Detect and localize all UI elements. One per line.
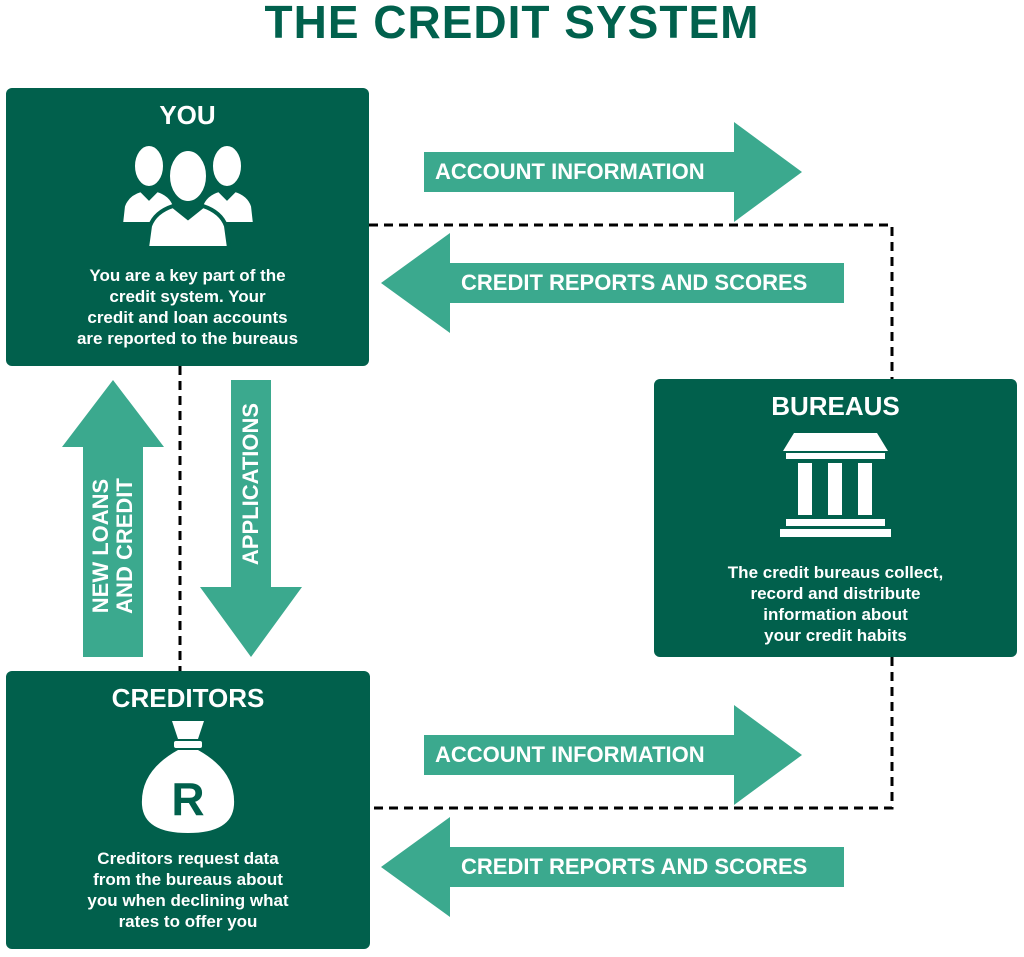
arrow-label-bottom-account-info: ACCOUNT INFORMATION bbox=[435, 742, 705, 767]
bureaus-desc-line-4: your credit habits bbox=[764, 626, 907, 645]
bank-building-icon bbox=[780, 433, 891, 537]
arrow-top-account-info bbox=[424, 122, 802, 222]
arrow-applications bbox=[200, 380, 302, 657]
arrow-bottom-account-info bbox=[424, 705, 802, 805]
arrow-label-bottom-credit-reports: CREDIT REPORTS AND SCORES bbox=[461, 854, 808, 879]
arrow-label-applications: APPLICATIONS bbox=[238, 402, 263, 566]
bureaus-heading: BUREAUS bbox=[771, 391, 900, 421]
bureaus-desc-line-1: The credit bureaus collect, bbox=[727, 563, 944, 582]
arrow-label-top-credit-reports: CREDIT REPORTS AND SCORES bbox=[461, 270, 808, 295]
new-loans-line-2: AND CREDIT bbox=[112, 478, 137, 614]
you-desc-line-1: You are a key part of the bbox=[89, 266, 286, 285]
creditors-desc-line-3: you when declining what bbox=[87, 891, 289, 910]
arrow-label-top-account-info: ACCOUNT INFORMATION bbox=[435, 159, 705, 184]
page-title: THE CREDIT SYSTEM bbox=[264, 0, 760, 48]
new-loans-line-1: NEW LOANS bbox=[88, 478, 113, 614]
you-heading: YOU bbox=[159, 100, 216, 130]
users-icon bbox=[118, 142, 258, 250]
arrow-top-credit-reports bbox=[381, 233, 844, 333]
creditors-desc-line-2: from the bureaus about bbox=[93, 870, 283, 889]
creditors-heading: CREDITORS bbox=[111, 683, 265, 713]
arrow-label-new-loans: NEW LOANS AND CREDIT bbox=[88, 478, 137, 614]
you-description: You are a key part of the credit system.… bbox=[6, 265, 369, 349]
you-desc-line-3: credit and loan accounts bbox=[87, 308, 288, 327]
creditors-desc-line-1: Creditors request data bbox=[97, 849, 279, 868]
bureaus-box: BUREAUS The credit bureaus collect, reco… bbox=[654, 379, 1017, 657]
money-bag-icon: R bbox=[141, 721, 235, 833]
you-desc-line-4: are reported to the bureaus bbox=[76, 329, 299, 348]
you-box: YOU You are a key part of the credit sys… bbox=[6, 88, 369, 366]
creditors-desc-line-4: rates to offer you bbox=[118, 912, 258, 931]
you-desc-line-2: credit system. Your bbox=[109, 287, 266, 306]
arrow-bottom-credit-reports bbox=[381, 817, 844, 917]
bureaus-desc-line-2: record and distribute bbox=[750, 584, 921, 603]
creditors-description: Creditors request data from the bureaus … bbox=[6, 848, 370, 932]
creditors-box: CREDITORS R Creditors request data from … bbox=[6, 671, 370, 949]
bureaus-desc-line-3: information about bbox=[763, 605, 908, 624]
dashed-line-bottom bbox=[370, 657, 894, 810]
money-bag-letter: R bbox=[171, 773, 204, 825]
arrow-new-loans bbox=[62, 380, 164, 657]
bureaus-description: The credit bureaus collect, record and d… bbox=[654, 562, 1017, 646]
